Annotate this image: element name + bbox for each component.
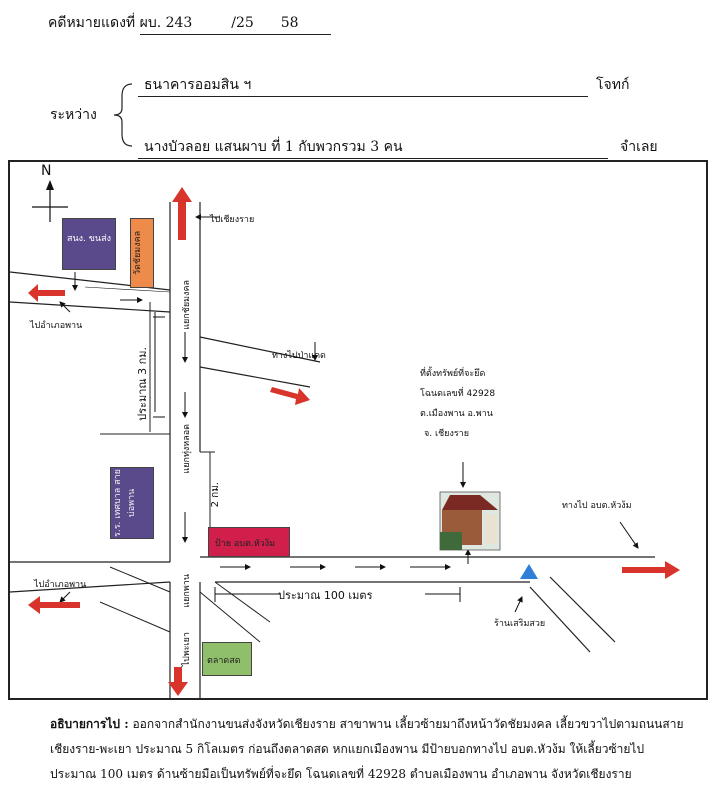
case-number: คดีหมายแดงที่ ผบ. 243 /25 58 xyxy=(48,12,331,35)
shop-marker-icon xyxy=(520,564,538,579)
north-label: N xyxy=(41,163,52,179)
junction-nong-lot-label: แยกทุ่งหลอด xyxy=(182,424,192,474)
transport-office: สนง. ขนส่ง xyxy=(62,218,116,270)
about-3km-label: ประมาณ 3 กม. xyxy=(136,347,149,421)
school-building: ร.ร. เทศบาล สายบ่อพาน xyxy=(110,467,154,539)
about-2km-label: 2 กม. xyxy=(210,482,221,508)
market-building: ตลาดสด xyxy=(202,642,252,676)
case-sep: /25 xyxy=(231,15,254,31)
case-year: 58 xyxy=(280,15,299,31)
case-label: คดีหมายแดงที่ xyxy=(48,15,136,31)
junction-chaimongkol-label: แยกชัยมงคล xyxy=(182,280,192,330)
property-title-label: ที่ตั้งทรัพย์ที่จะยึด xyxy=(420,369,486,379)
between-label: ระหว่าง xyxy=(50,107,97,123)
location-map: N สนง. ขนส่ง วัดชัยมงคล ร.ร. เทศบาล สายบ… xyxy=(8,160,708,700)
temple-building: วัดชัยมงคล xyxy=(130,218,154,288)
plaintiff-line: ธนาคารออมสิน ฯ xyxy=(138,74,588,97)
to-amphoe-phan-bottom-label: ไปอำเภอพาน xyxy=(34,580,87,590)
description-text: ออกจากสำนักงานขนส่งจังหวัดเชียงราย สาขาพ… xyxy=(50,717,684,781)
defendant-line: นางบัวลอย แสนผาบ ที่ 1 กับพวกรวม 3 คน xyxy=(138,136,608,159)
obt-sign: ป้าย อบต.หัวง้ม xyxy=(208,527,290,557)
to-obt-label: ทางไป อบต.หัวง้ม xyxy=(562,501,632,511)
to-chiang-rai-label: ไปเชียงราย xyxy=(210,215,255,225)
case-prefix: ผบ. 243 xyxy=(139,15,193,31)
directions-description: อธิบายการไป : ออกจากสำนักงานขนส่งจังหวัด… xyxy=(50,712,690,787)
road-network xyxy=(10,180,680,698)
to-phayao-label: ไปพะเยา xyxy=(182,632,192,667)
description-heading: อธิบายการไป : xyxy=(50,717,129,731)
deed-label: โฉนดเลขที่ 42928 xyxy=(420,389,496,399)
defendant-role: จำเลย xyxy=(620,139,658,155)
shop-label: ร้านเสริมสวย xyxy=(494,619,546,629)
about-100m-label: ประมาณ 100 เมตร xyxy=(278,589,373,602)
defendant-name: นางบัวลอย แสนผาบ ที่ 1 กับพวกรวม 3 คน xyxy=(144,139,403,155)
brace-icon xyxy=(113,83,133,147)
junction-phan-label: แยกพาน xyxy=(182,574,192,608)
to-pa-daet-label: ทางไปป่าแดด xyxy=(272,351,326,361)
subdistrict-label: ต.เมืองพาน อ.พาน xyxy=(420,409,493,419)
plaintiff-role: โจทก์ xyxy=(596,77,630,93)
plaintiff-name: ธนาคารออมสิน ฯ xyxy=(144,77,252,93)
province-label: จ. เชียงราย xyxy=(424,429,470,439)
to-amphoe-phan-top-label: ไปอำเภอพาน xyxy=(30,321,83,331)
